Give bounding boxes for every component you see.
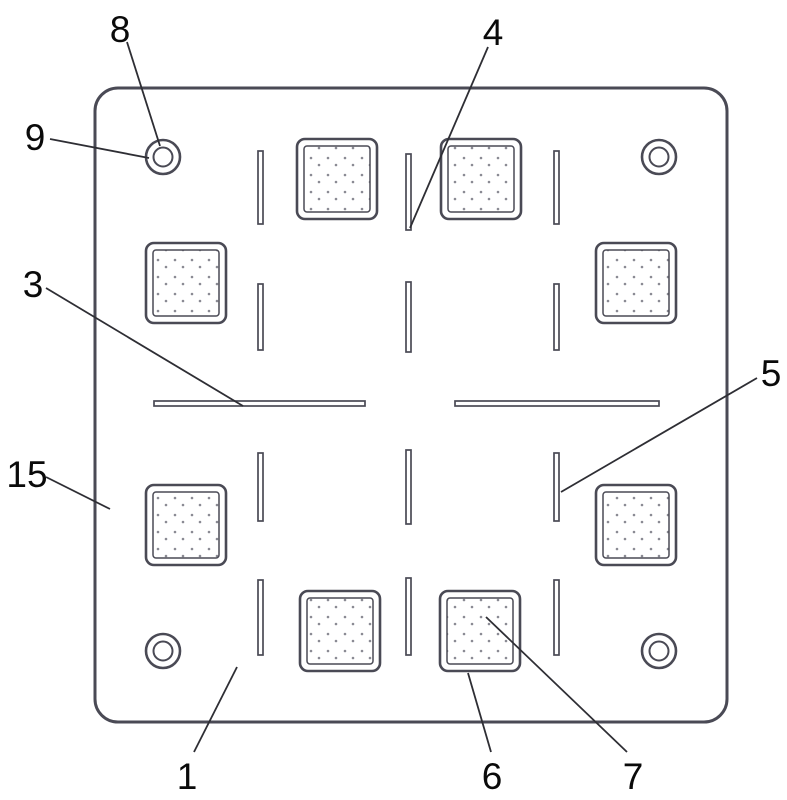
slot-vertical — [257, 579, 264, 656]
ref-label-8: 8 — [110, 9, 131, 50]
vertical-slots — [257, 150, 560, 656]
pad-square-bottom-right — [438, 589, 522, 673]
hole-inner-ring — [152, 146, 174, 168]
pad-square-top-left — [295, 137, 379, 221]
ref-label-9: 9 — [25, 117, 46, 158]
slot-vertical — [257, 150, 264, 225]
slot-vertical — [553, 150, 560, 225]
slot-vertical — [553, 283, 560, 351]
hole-inner-ring — [152, 640, 174, 662]
ref-label-3: 3 — [23, 264, 44, 305]
pad-square-left-lower — [144, 483, 228, 567]
slot-vertical — [405, 449, 412, 525]
pad-inner-face — [303, 145, 371, 213]
ref-label-15: 15 — [6, 454, 47, 495]
hole-outer-ring — [640, 632, 678, 670]
pad-square-right-lower — [594, 483, 678, 567]
reference-labels: 8 9 4 3 5 15 1 6 7 — [6, 9, 781, 797]
slot-vertical — [257, 283, 264, 351]
base-plate — [93, 86, 729, 724]
pad-square-top-right — [439, 137, 523, 221]
leader-line-7 — [485, 616, 628, 753]
leader-line-1 — [193, 666, 238, 753]
corner-hole-bottom-left — [144, 632, 182, 670]
pad-square-bottom-left — [298, 589, 382, 673]
slot-vertical — [257, 452, 264, 522]
ref-label-7: 7 — [623, 756, 644, 797]
leader-line-5 — [560, 377, 758, 493]
corner-holes — [144, 138, 678, 670]
ref-label-5: 5 — [761, 353, 782, 394]
pad-squares — [144, 137, 678, 673]
pad-inner-face — [152, 249, 220, 317]
slot-vertical-center-top — [405, 153, 412, 231]
pad-inner-face — [306, 597, 374, 665]
pad-inner-face — [446, 597, 514, 665]
corner-hole-top-right — [640, 138, 678, 176]
slot-vertical — [553, 579, 560, 656]
leader-line-6 — [467, 672, 492, 753]
pad-square-right-upper — [594, 241, 678, 325]
leader-line-3 — [45, 287, 244, 407]
hole-inner-ring — [648, 640, 670, 662]
ref-label-6: 6 — [482, 756, 503, 797]
corner-hole-bottom-right — [640, 632, 678, 670]
leader-line-9 — [49, 138, 150, 159]
slot-vertical-right-mid — [553, 452, 560, 522]
leader-line-15 — [45, 476, 111, 510]
slot-horizontal-right — [454, 400, 660, 407]
pad-inner-face — [602, 491, 670, 559]
leader-lines — [45, 41, 758, 753]
horizontal-slots — [153, 400, 660, 407]
pad-square-left-upper — [144, 241, 228, 325]
ref-label-1: 1 — [177, 756, 198, 797]
slot-horizontal-left — [153, 400, 366, 407]
pad-inner-face — [602, 249, 670, 317]
ref-label-4: 4 — [483, 12, 504, 53]
pad-inner-face — [152, 491, 220, 559]
leader-line-4 — [409, 46, 489, 229]
hole-inner-ring — [648, 146, 670, 168]
leader-line-8 — [126, 41, 161, 147]
slot-vertical — [405, 577, 412, 656]
hole-outer-ring — [640, 138, 678, 176]
pad-inner-face — [447, 145, 515, 213]
hole-outer-ring — [144, 632, 182, 670]
slot-vertical — [405, 281, 412, 353]
